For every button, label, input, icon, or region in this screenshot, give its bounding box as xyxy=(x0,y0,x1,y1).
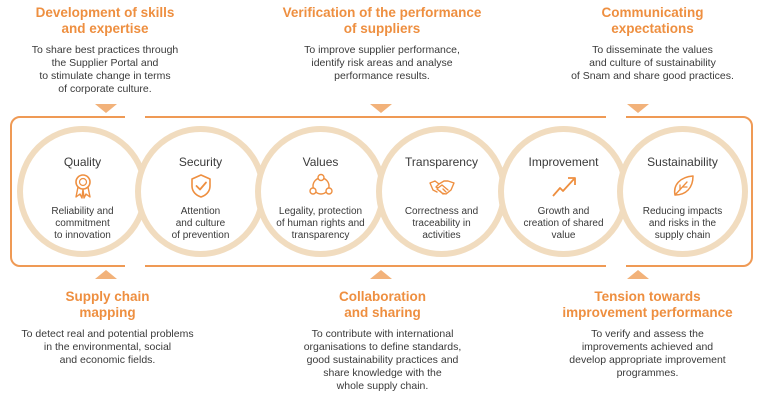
down-arrow-right xyxy=(627,104,649,113)
bottom-title-mapping: Supply chain mapping xyxy=(65,289,150,320)
value-desc: Correctness and traceability in activiti… xyxy=(404,206,479,241)
value-ring xyxy=(17,126,148,257)
value-sustainability: Sustainability Reducing impacts and risk… xyxy=(617,126,748,257)
top-desc-verification: To improve supplier performance, identif… xyxy=(304,44,460,82)
frame-gap xyxy=(125,114,145,120)
value-ring xyxy=(376,126,507,257)
value-quality: Quality Reliability and commitment to in… xyxy=(17,126,148,257)
up-arrow-center xyxy=(370,270,392,279)
shield-check-icon xyxy=(190,174,211,198)
top-title-verification: Verification of the performance of suppl… xyxy=(282,5,482,36)
leaf-icon xyxy=(673,175,694,196)
value-name: Improvement xyxy=(528,155,599,169)
value-ring xyxy=(498,126,629,257)
trend-up-arrow-icon xyxy=(551,177,576,197)
bottom-desc-collaboration: To contribute with international organis… xyxy=(303,328,462,392)
value-name: Values xyxy=(302,155,339,169)
bottom-block-improvement: Tension towards improvement performance … xyxy=(535,289,760,380)
bottom-title-improvement: Tension towards improvement performance xyxy=(562,289,733,320)
people-network-icon xyxy=(308,173,333,195)
up-arrow-right xyxy=(627,270,649,279)
handshake-icon xyxy=(428,180,455,195)
top-desc-expectations: To disseminate the values and culture of… xyxy=(571,44,734,82)
award-ribbon-icon xyxy=(74,174,91,199)
top-title-expectations: Communicating expectations xyxy=(601,5,704,36)
value-name: Quality xyxy=(63,155,102,169)
bottom-block-mapping: Supply chain mapping To detect real and … xyxy=(0,289,215,367)
frame-gap xyxy=(125,263,145,269)
top-desc-skills: To share best practices through the Supp… xyxy=(31,44,179,95)
value-desc: Reliability and commitment to innovation xyxy=(51,206,114,241)
value-improvement: Improvement Growth and creation of share… xyxy=(498,126,629,257)
top-block-skills: Development of skills and expertise To s… xyxy=(5,5,205,96)
down-arrow-center xyxy=(370,104,392,113)
top-block-verification: Verification of the performance of suppl… xyxy=(262,5,502,83)
bottom-block-collaboration: Collaboration and sharing To contribute … xyxy=(275,289,490,393)
value-security: Security Attention and culture of preven… xyxy=(135,126,266,257)
bottom-desc-improvement: To verify and assess the improvements ac… xyxy=(569,328,726,379)
up-arrow-left xyxy=(95,270,117,279)
value-desc: Legality, protection of human rights and… xyxy=(276,206,365,241)
values-frame xyxy=(10,116,753,267)
value-name: Sustainability xyxy=(647,155,718,169)
down-arrow-left xyxy=(95,104,117,113)
value-values: Values Legality, protection of human rig… xyxy=(255,126,386,257)
value-name: Transparency xyxy=(405,155,478,169)
frame-gap xyxy=(606,114,626,120)
value-desc: Reducing impacts and risks in the supply… xyxy=(642,206,723,241)
value-name: Security xyxy=(178,155,223,169)
value-transparency: Transparency Correctness and traceabilit… xyxy=(376,126,507,257)
value-ring xyxy=(135,126,266,257)
value-desc: Attention and culture of prevention xyxy=(171,206,230,241)
top-block-expectations: Communicating expectations To disseminat… xyxy=(545,5,760,83)
top-title-skills: Development of skills and expertise xyxy=(35,5,175,36)
bottom-desc-mapping: To detect real and potential problems in… xyxy=(21,328,194,366)
value-ring xyxy=(617,126,748,257)
bottom-title-collaboration: Collaboration and sharing xyxy=(339,289,426,320)
value-desc: Growth and creation of shared value xyxy=(523,206,604,241)
frame-gap xyxy=(606,263,626,269)
